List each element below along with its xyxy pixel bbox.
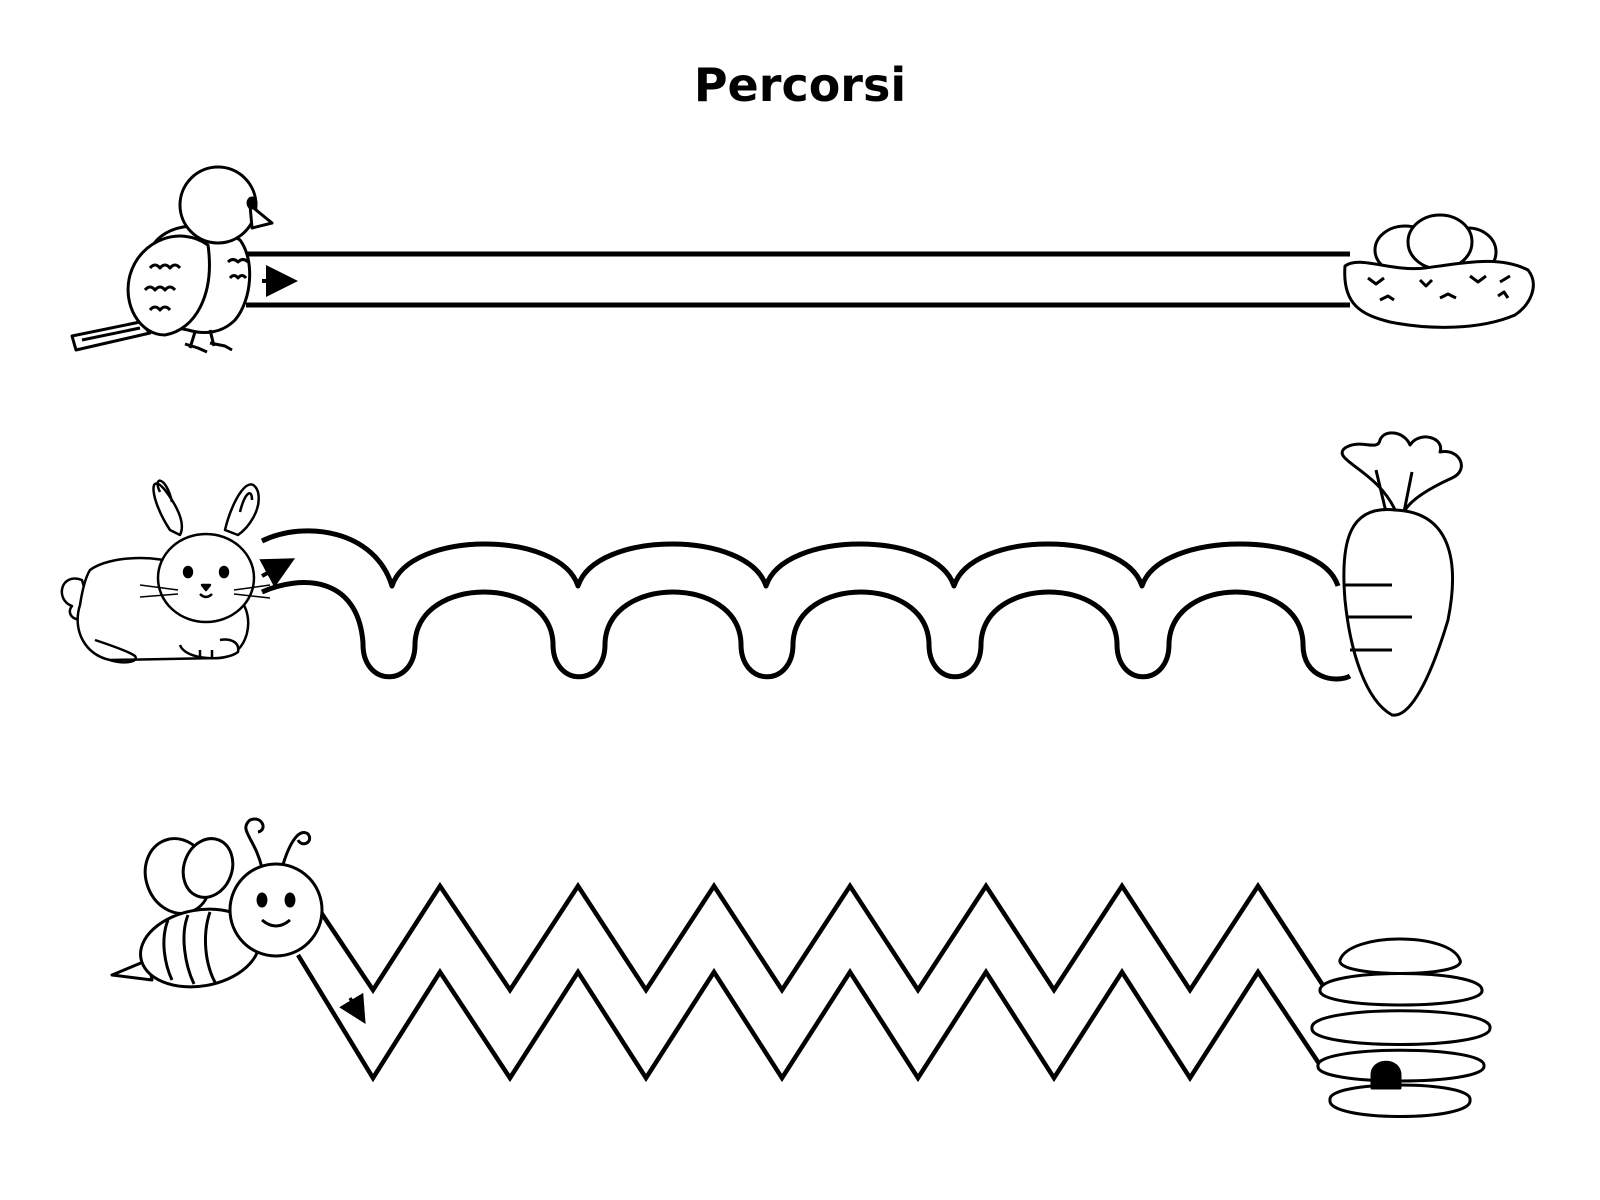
arch-track[interactable] bbox=[262, 531, 1350, 679]
nest-icon bbox=[1345, 215, 1534, 327]
bird-icon bbox=[72, 167, 272, 352]
page-title: Percorsi bbox=[693, 58, 907, 112]
bee-icon bbox=[112, 819, 322, 996]
beehive-icon bbox=[1312, 939, 1490, 1117]
start-arrow-2 bbox=[259, 558, 296, 588]
carrot-icon bbox=[1342, 433, 1461, 715]
zigzag-track[interactable] bbox=[298, 886, 1326, 1078]
bunny-icon bbox=[62, 481, 270, 663]
straight-track[interactable] bbox=[246, 254, 1350, 305]
start-arrow-3 bbox=[339, 992, 366, 1025]
